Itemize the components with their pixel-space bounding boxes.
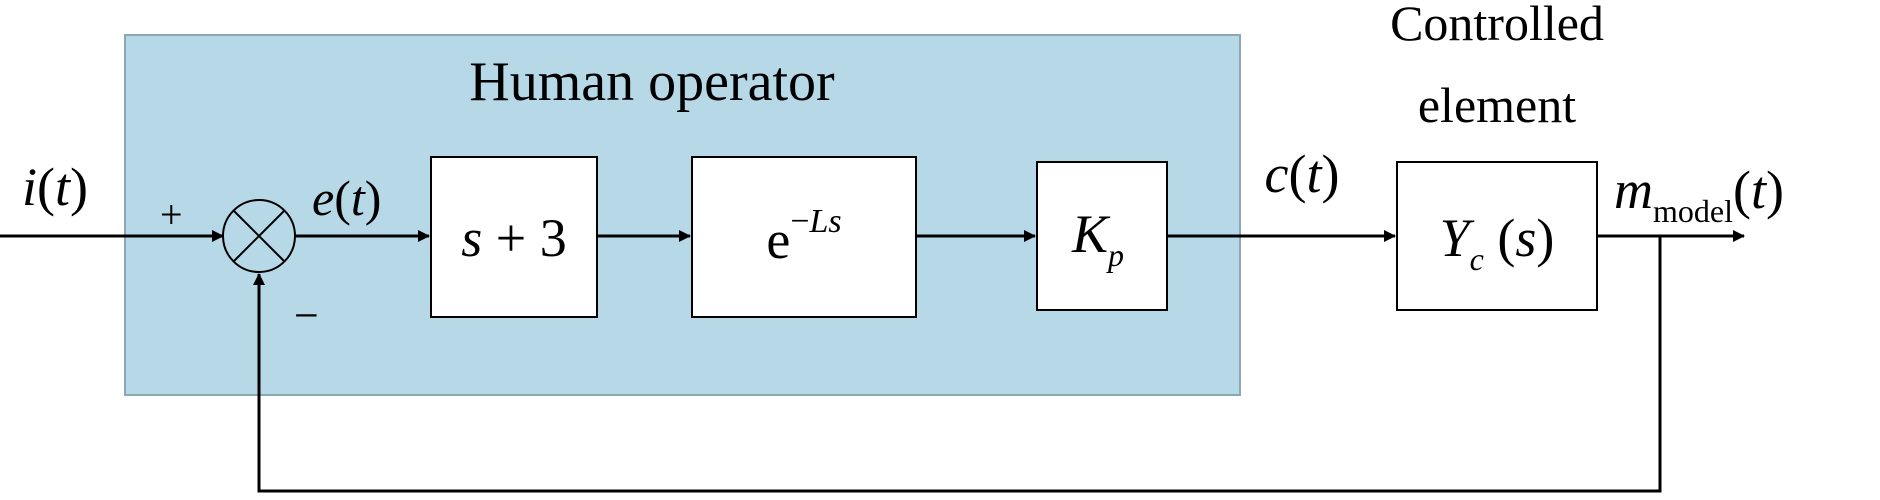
feedback-path bbox=[253, 236, 1662, 493]
plus-sign: + bbox=[160, 192, 183, 237]
plant-block bbox=[1396, 161, 1598, 311]
lead-block-label: s + 3 bbox=[461, 208, 566, 268]
minus-sign: − bbox=[294, 291, 319, 340]
control-signal-label: c(t) bbox=[1265, 144, 1340, 204]
gain-block-label: Kp bbox=[1071, 204, 1124, 273]
gain-block bbox=[1036, 161, 1168, 311]
input-signal-label: i(t) bbox=[22, 157, 88, 217]
controlled-element-label-line1: Controlled bbox=[1390, 0, 1604, 51]
human-operator-label: Human operator bbox=[469, 51, 835, 113]
summing-junction bbox=[222, 199, 296, 273]
lead-block bbox=[430, 156, 598, 318]
delay-block bbox=[691, 156, 917, 318]
delay-block-label: e−Ls bbox=[766, 203, 841, 270]
error-signal-label: e(t) bbox=[312, 170, 381, 226]
output-signal-label: mmodel(t) bbox=[1614, 160, 1784, 229]
plant-block-label: Yc (s) bbox=[1440, 208, 1555, 277]
controlled-element-label-line2: element bbox=[1418, 77, 1576, 133]
